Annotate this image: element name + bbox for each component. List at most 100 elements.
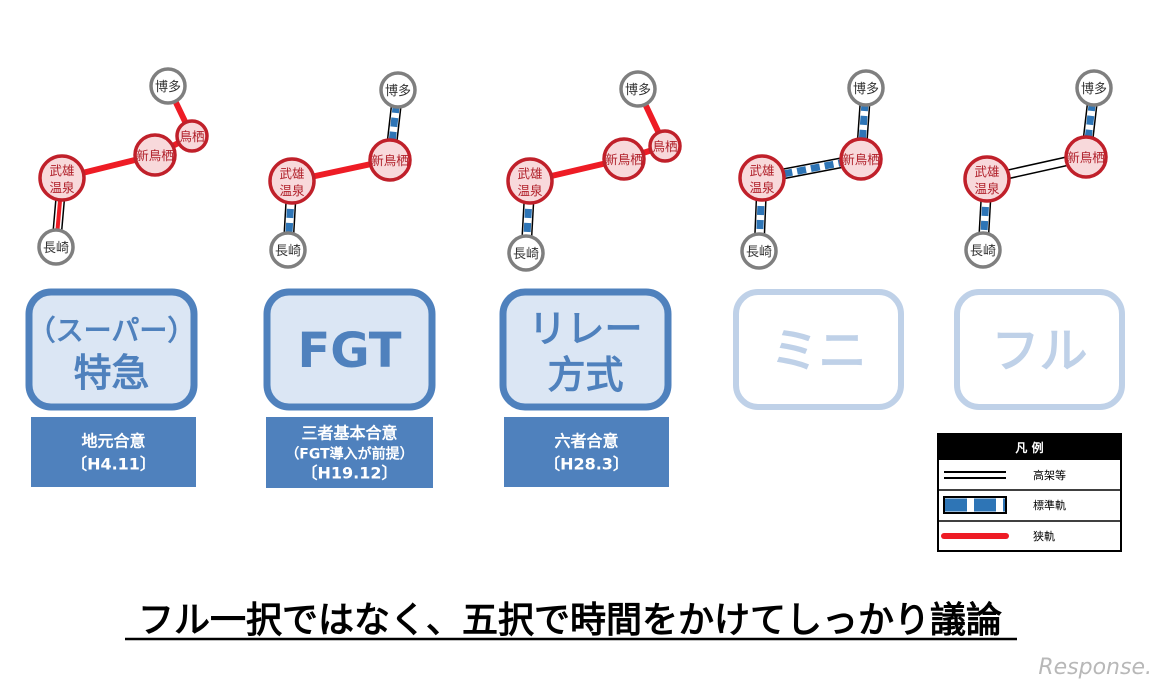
station-label: 博多	[625, 82, 651, 98]
station-label: 長崎	[746, 245, 772, 260]
station-marker	[368, 138, 412, 182]
agreement-box-1: 地元合意〔H4.11〕	[31, 417, 196, 487]
station-label: 新鳥栖	[842, 152, 880, 167]
station-marker	[506, 157, 554, 205]
station-marker-ring	[606, 141, 642, 177]
station-label: 博多	[155, 79, 181, 95]
station-marker	[268, 157, 316, 205]
station-marker	[507, 234, 545, 272]
station-nagasaki: 長崎	[269, 231, 307, 269]
station-marker-ring	[652, 133, 678, 159]
option-card-5: フル	[954, 289, 1125, 410]
station-marker	[269, 231, 307, 269]
legend-label: 標準軌	[1033, 498, 1066, 512]
station-label: 鳥栖	[179, 129, 204, 144]
option-card-4: ミニ	[733, 289, 904, 410]
station-marker	[602, 137, 646, 181]
station-hakata: 博多	[149, 67, 187, 105]
station-label: 温泉	[517, 183, 543, 198]
agreement-box-bg	[266, 417, 433, 488]
legend-item-standard_gauge: 標準軌	[943, 496, 1066, 514]
option-title-line: 方式	[547, 353, 623, 397]
agreement-text: 〔H19.12〕	[301, 464, 397, 483]
station-marker-ring	[1068, 139, 1104, 175]
station-label: 長崎	[970, 244, 996, 259]
station-marker	[619, 70, 657, 108]
station-label: 新鳥栖	[136, 148, 174, 163]
station-marker	[847, 69, 885, 107]
station-shintosu: 新鳥栖	[133, 133, 177, 177]
station-label: 温泉	[49, 180, 75, 195]
option-card-frame	[954, 289, 1125, 410]
station-label: 新鳥栖	[1067, 150, 1105, 165]
option-title-line: リレー	[528, 307, 642, 351]
station-label: 新鳥栖	[605, 152, 643, 167]
station-marker-ring	[372, 142, 408, 178]
station-label: 武雄	[517, 166, 542, 181]
legend-label: 狭軌	[1033, 529, 1055, 543]
agreement-text: 〔H28.3〕	[544, 455, 629, 474]
station-marker-ring	[179, 123, 205, 149]
station-label: 長崎	[513, 247, 539, 262]
station-hakata: 博多	[379, 71, 417, 109]
station-label: 鳥栖	[652, 139, 677, 154]
station-marker	[149, 67, 187, 105]
footer: フル一択ではなく、五択で時間をかけてしっかり議論	[125, 600, 1017, 641]
legend-label: 高架等	[1033, 468, 1066, 482]
station-shintosu: 新鳥栖	[1064, 135, 1108, 179]
station-marker-ring	[137, 137, 173, 173]
station-label: 武雄	[279, 166, 304, 181]
station-label: 武雄	[974, 164, 999, 179]
agreement-box-2: 三者基本合意（FGT導入が前提）〔H19.12〕	[266, 417, 433, 488]
station-label: 武雄	[749, 163, 774, 178]
station-hakata: 博多	[847, 69, 885, 107]
station-label: 長崎	[275, 244, 301, 259]
option-title: フル	[991, 323, 1087, 379]
station-hakata: 博多	[1075, 69, 1113, 107]
option-card-frame	[25, 288, 198, 411]
station-label: 温泉	[279, 183, 305, 198]
station-label: 新鳥栖	[371, 153, 409, 168]
station-marker	[37, 228, 75, 266]
station-marker	[964, 231, 1002, 269]
station-marker-ring	[843, 141, 879, 177]
station-marker-ring	[742, 158, 782, 198]
agreement-text: 六者合意	[554, 432, 618, 451]
agreement-box-bg	[504, 417, 669, 487]
station-marker	[963, 155, 1011, 203]
footer-conclusion: フル一択ではなく、五択で時間をかけてしっかり議論	[138, 600, 1002, 641]
agreement-text: 地元合意	[81, 432, 145, 451]
station-marker-ring	[967, 159, 1007, 199]
station-marker	[175, 119, 209, 153]
station-hakata: 博多	[619, 70, 657, 108]
station-label: 博多	[385, 83, 411, 99]
response-logo: Response.	[1038, 655, 1152, 680]
station-marker-ring	[510, 161, 550, 201]
station-marker-ring	[272, 161, 312, 201]
station-label: 温泉	[974, 181, 1000, 196]
station-marker	[1075, 69, 1113, 107]
option-boxes: （スーパー）特急地元合意〔H4.11〕FGT三者基本合意（FGT導入が前提）〔H…	[25, 288, 1125, 488]
station-shintosu: 新鳥栖	[839, 137, 883, 181]
station-marker	[839, 137, 883, 181]
station-nagasaki: 長崎	[37, 228, 75, 266]
option-card-2: FGT	[263, 288, 436, 411]
option-card-frame	[733, 289, 904, 410]
station-label: 博多	[1081, 81, 1107, 97]
station-shintosu: 新鳥栖	[602, 137, 646, 181]
agreement-text: （FGT導入が前提）	[285, 446, 413, 463]
station-marker	[133, 133, 177, 177]
route-maps: 博多鳥栖新鳥栖武雄温泉長崎博多新鳥栖武雄温泉長崎博多鳥栖新鳥栖武雄温泉長崎博多新…	[37, 67, 1113, 272]
legend-header	[938, 434, 1121, 460]
station-marker	[38, 154, 86, 202]
station-label: 武雄	[49, 163, 74, 178]
